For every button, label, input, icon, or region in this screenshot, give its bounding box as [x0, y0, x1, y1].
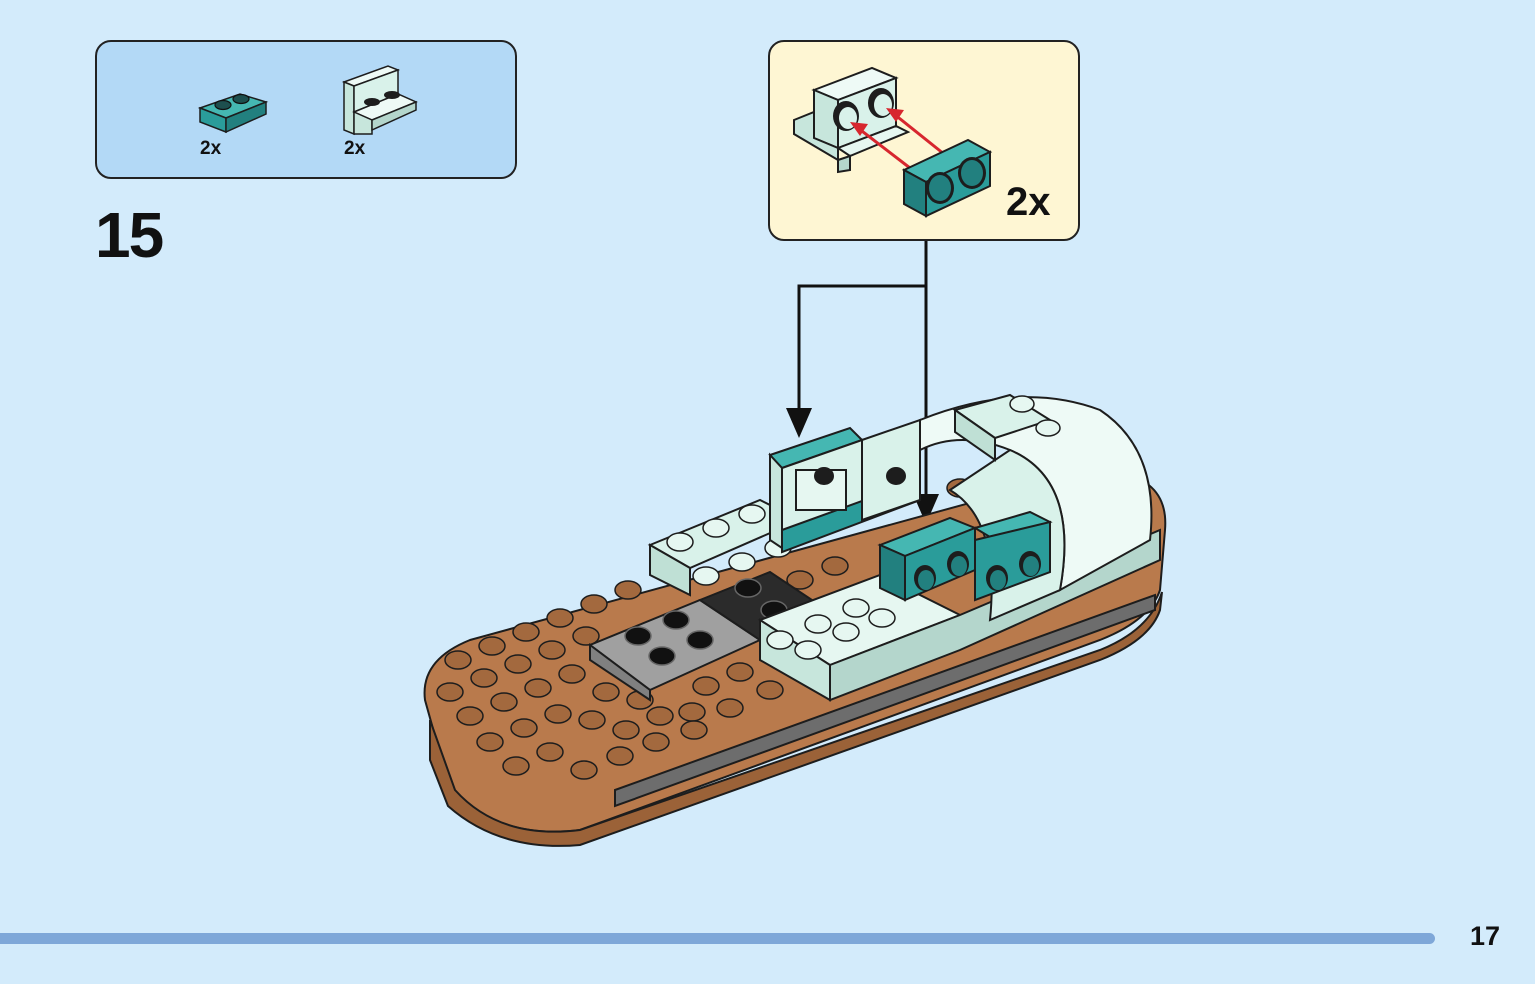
arrow-head-left	[786, 408, 812, 438]
page-number: 17	[1470, 921, 1501, 951]
placed-bracket	[768, 418, 921, 554]
tile-studs	[624, 578, 788, 666]
model-illustration	[423, 241, 1167, 847]
placement-arrows	[797, 241, 928, 500]
step-number: 15	[95, 199, 164, 271]
white-bracket-icon	[341, 65, 418, 136]
white-bracket-qty: 2x	[344, 138, 366, 159]
parts-list-box	[95, 40, 517, 179]
callout-qty: 2x	[1006, 180, 1051, 224]
teal-plate-icon	[197, 93, 269, 134]
footer-progress-bar	[0, 933, 1435, 944]
subassembly-illustration	[793, 66, 993, 218]
teal-plate-qty: 2x	[200, 138, 222, 159]
arrow-head-right	[913, 494, 939, 524]
